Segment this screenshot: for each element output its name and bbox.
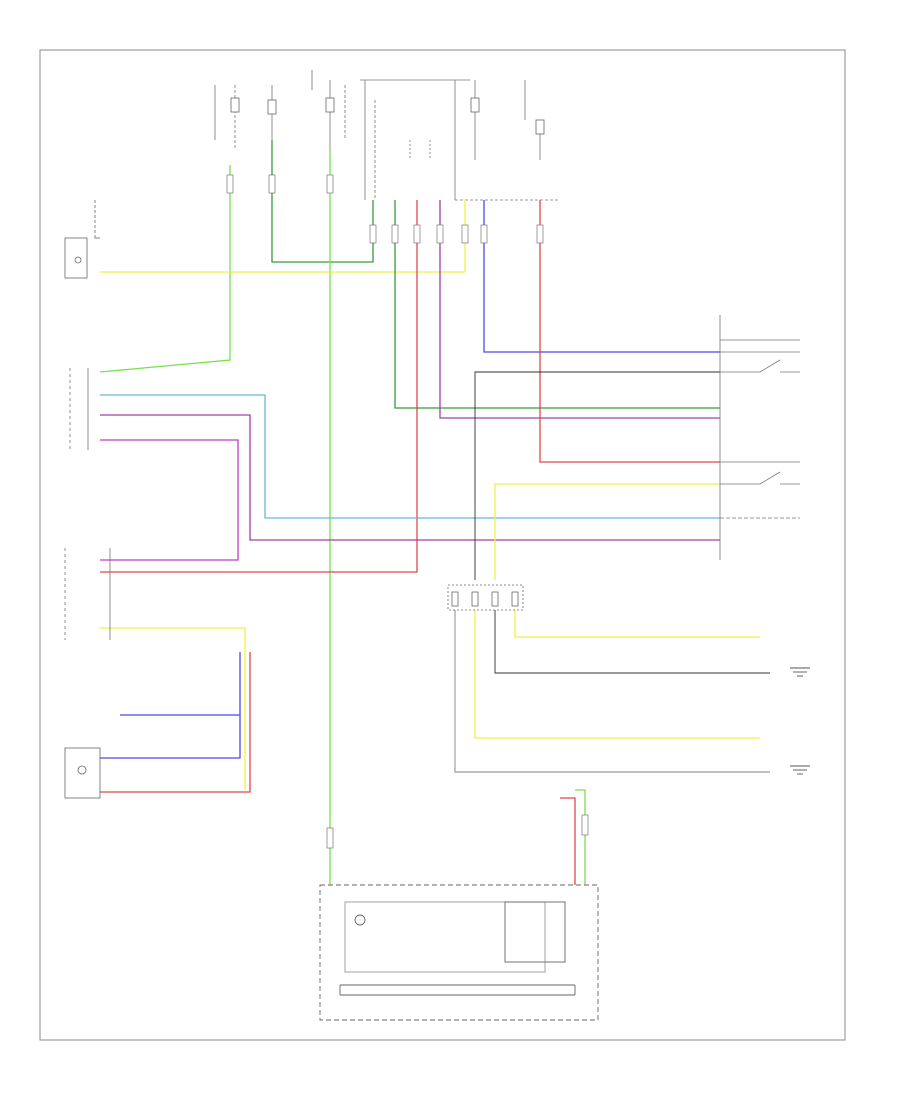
wire-red-3 bbox=[100, 652, 251, 793]
wire-black-2 bbox=[494, 610, 770, 674]
wire-yellow-4 bbox=[474, 610, 760, 739]
wire-yellow-2 bbox=[494, 483, 720, 580]
wire-green-1 bbox=[99, 165, 231, 373]
wire-dark-green-2 bbox=[394, 200, 720, 409]
harness-right bbox=[719, 315, 800, 560]
wire-gray-1 bbox=[454, 610, 770, 773]
main-module-bottom bbox=[319, 884, 599, 1021]
wire-red-1 bbox=[100, 200, 418, 573]
wire-green-3 bbox=[575, 789, 586, 885]
connector-icon bbox=[447, 584, 524, 611]
diagram-frame bbox=[39, 49, 846, 1041]
wire-magenta-1 bbox=[100, 439, 239, 561]
wire-purple-2 bbox=[100, 414, 720, 541]
wire-markers bbox=[226, 174, 589, 849]
control-module-left bbox=[64, 548, 111, 640]
fuse-block-top bbox=[214, 70, 560, 201]
sensor-icon bbox=[64, 200, 100, 279]
wire-dark-green-1 bbox=[271, 140, 374, 263]
wire-red-2 bbox=[539, 200, 720, 463]
connector-left-middle bbox=[69, 368, 89, 450]
wire-blue-2 bbox=[120, 652, 241, 716]
wire-yellow-3 bbox=[514, 610, 760, 638]
fuse-icon bbox=[230, 97, 545, 135]
wire-light-blue bbox=[100, 394, 720, 519]
sensor-lower-left bbox=[64, 747, 101, 799]
wire-blue-1 bbox=[483, 200, 720, 353]
wire-yellow-1 bbox=[100, 200, 466, 273]
ground-icon bbox=[790, 667, 810, 775]
wire-red-4 bbox=[560, 797, 576, 885]
wire-purple-1 bbox=[439, 200, 720, 419]
wire-yellow-5 bbox=[100, 627, 246, 790]
wire-black-1 bbox=[474, 371, 720, 580]
wires bbox=[99, 140, 770, 885]
wire-blue-3 bbox=[100, 715, 241, 759]
